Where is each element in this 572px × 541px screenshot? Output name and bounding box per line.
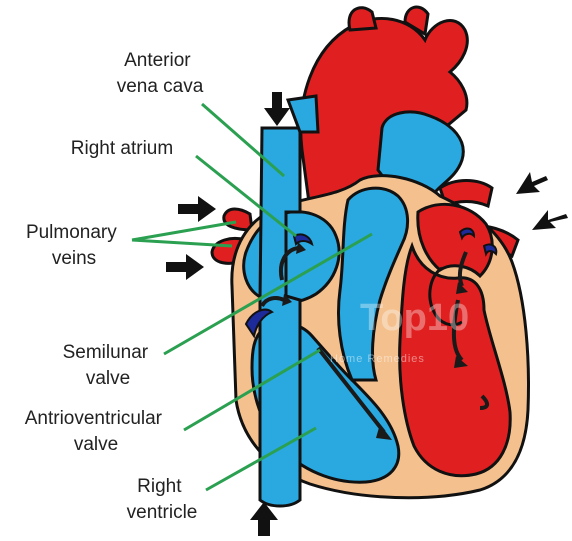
label-anterior-vena-cava: Anterior vena cava bbox=[117, 50, 204, 97]
right-arrow-lower bbox=[166, 254, 204, 280]
right-arrow-upper bbox=[178, 196, 216, 222]
watermark-main: Top10 bbox=[360, 297, 469, 339]
leader-pulmonary-1 bbox=[132, 222, 236, 240]
diag-arrow-upper bbox=[516, 172, 548, 194]
label-right-ventricle: Right ventricle bbox=[127, 476, 198, 523]
label-semilunar-valve: Semilunar valve bbox=[63, 342, 154, 389]
diag-arrow-lower bbox=[532, 210, 568, 230]
label-right-atrium: Right atrium bbox=[71, 138, 173, 159]
watermark-sub: Home Remedies bbox=[330, 353, 425, 365]
down-arrow bbox=[264, 92, 290, 126]
label-antrioventricular-valve: Antrioventricular valve bbox=[25, 408, 168, 455]
pulmonary-vein-left-upper bbox=[224, 209, 252, 230]
label-pulmonary-veins: Pulmonary veins bbox=[26, 222, 122, 269]
